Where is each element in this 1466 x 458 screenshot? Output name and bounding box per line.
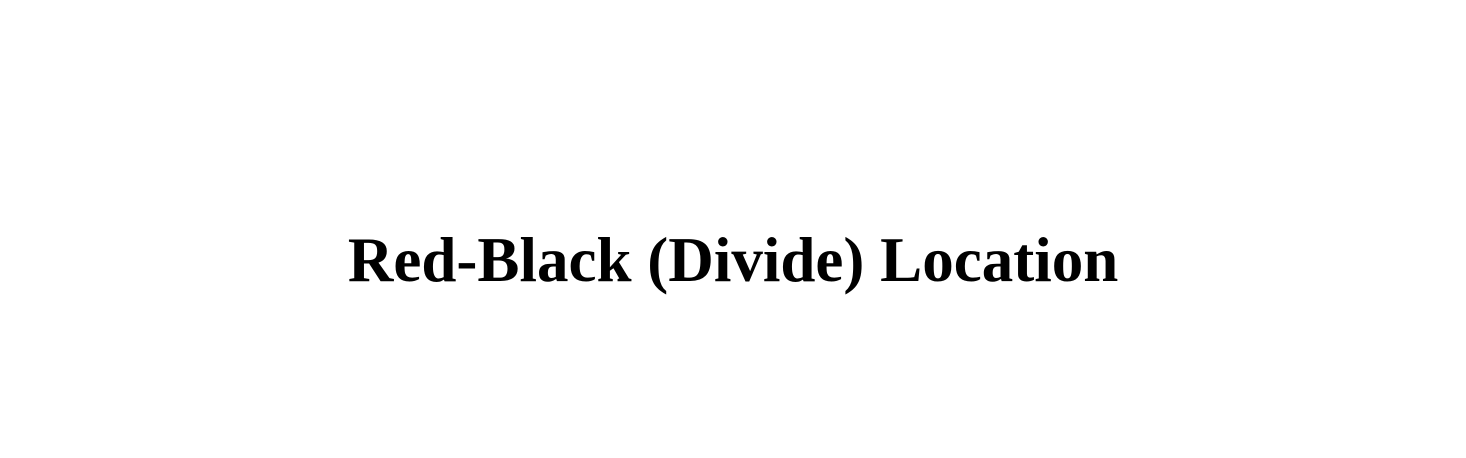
page-title: Red-Black (Divide) Location xyxy=(347,224,1119,295)
title-block: Red-Black (Divide) Location xyxy=(0,224,1466,296)
